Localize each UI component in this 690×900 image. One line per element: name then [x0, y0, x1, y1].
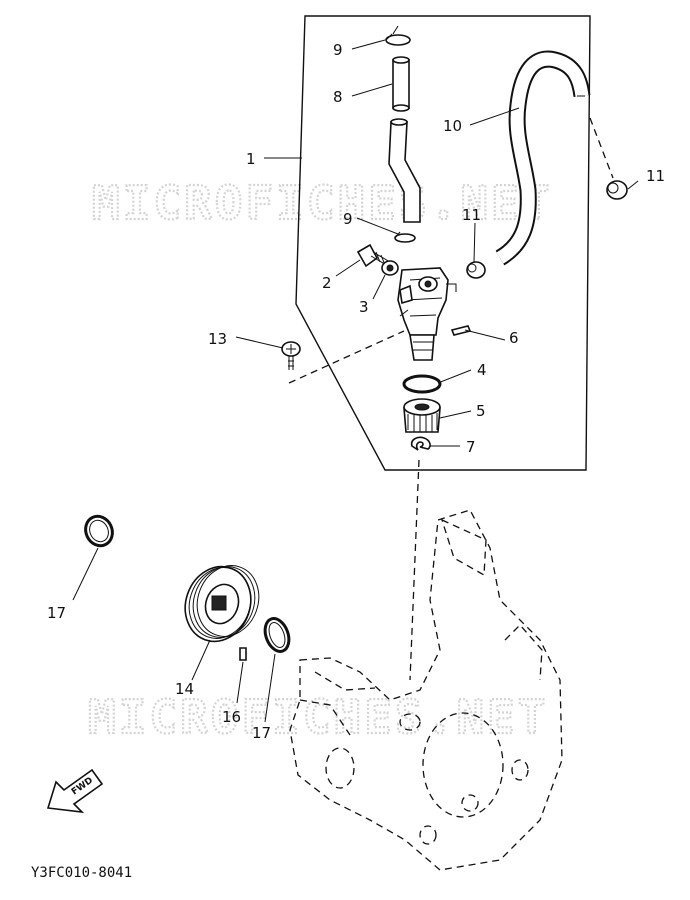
watermark-bottom: MICROFICHES.NET: [88, 690, 548, 744]
callout-11-right: 11: [646, 167, 665, 185]
alignment-line-13: [288, 330, 405, 384]
callout-3: 3: [359, 298, 369, 316]
washer-3: [381, 260, 399, 276]
pin-16: [239, 647, 247, 661]
water-pump-body: [397, 267, 457, 361]
o-ring-4: [402, 374, 442, 394]
circlip-7: [410, 436, 431, 451]
callout-9-top: 9: [333, 41, 343, 59]
clip-9-lower: [394, 231, 416, 243]
ring-clip-17-left: [84, 514, 114, 548]
gear-5: [403, 398, 441, 433]
callout-13: 13: [208, 330, 227, 348]
impeller-14: [184, 565, 260, 643]
fwd-arrow: FWD: [46, 768, 104, 814]
callout-6: 6: [509, 329, 519, 347]
callout-11-lower: 11: [462, 206, 481, 224]
clamp-11-right: [606, 180, 628, 200]
watermark-top: MICROFICHES.NET: [92, 176, 552, 230]
callout-14: 14: [175, 680, 194, 698]
assembly-frame: [295, 15, 591, 471]
callout-4: 4: [477, 361, 487, 379]
screw-13: [281, 341, 301, 370]
callout-16: 16: [222, 708, 241, 726]
drawing-code: Y3FC010-8041: [31, 865, 132, 881]
callout-5: 5: [476, 402, 486, 420]
clip-9-top: [385, 25, 411, 46]
callout-17-left: 17: [47, 604, 66, 622]
ring-clip-17-center: [263, 617, 291, 653]
hose-8: [388, 56, 421, 223]
callout-10: 10: [443, 117, 462, 135]
callout-2: 2: [322, 274, 332, 292]
callout-1: 1: [246, 150, 256, 168]
leader-lines: [72, 39, 639, 723]
crankcase-outline: [289, 509, 563, 871]
callout-9-lower: 9: [343, 210, 353, 228]
bolt-2: [356, 243, 391, 268]
clamp-11-lower: [466, 261, 486, 279]
callout-8: 8: [333, 88, 343, 106]
alignment-line-11: [589, 117, 614, 179]
callout-17-center: 17: [252, 724, 271, 742]
alignment-line-main: [409, 459, 420, 681]
callout-7: 7: [466, 438, 476, 456]
